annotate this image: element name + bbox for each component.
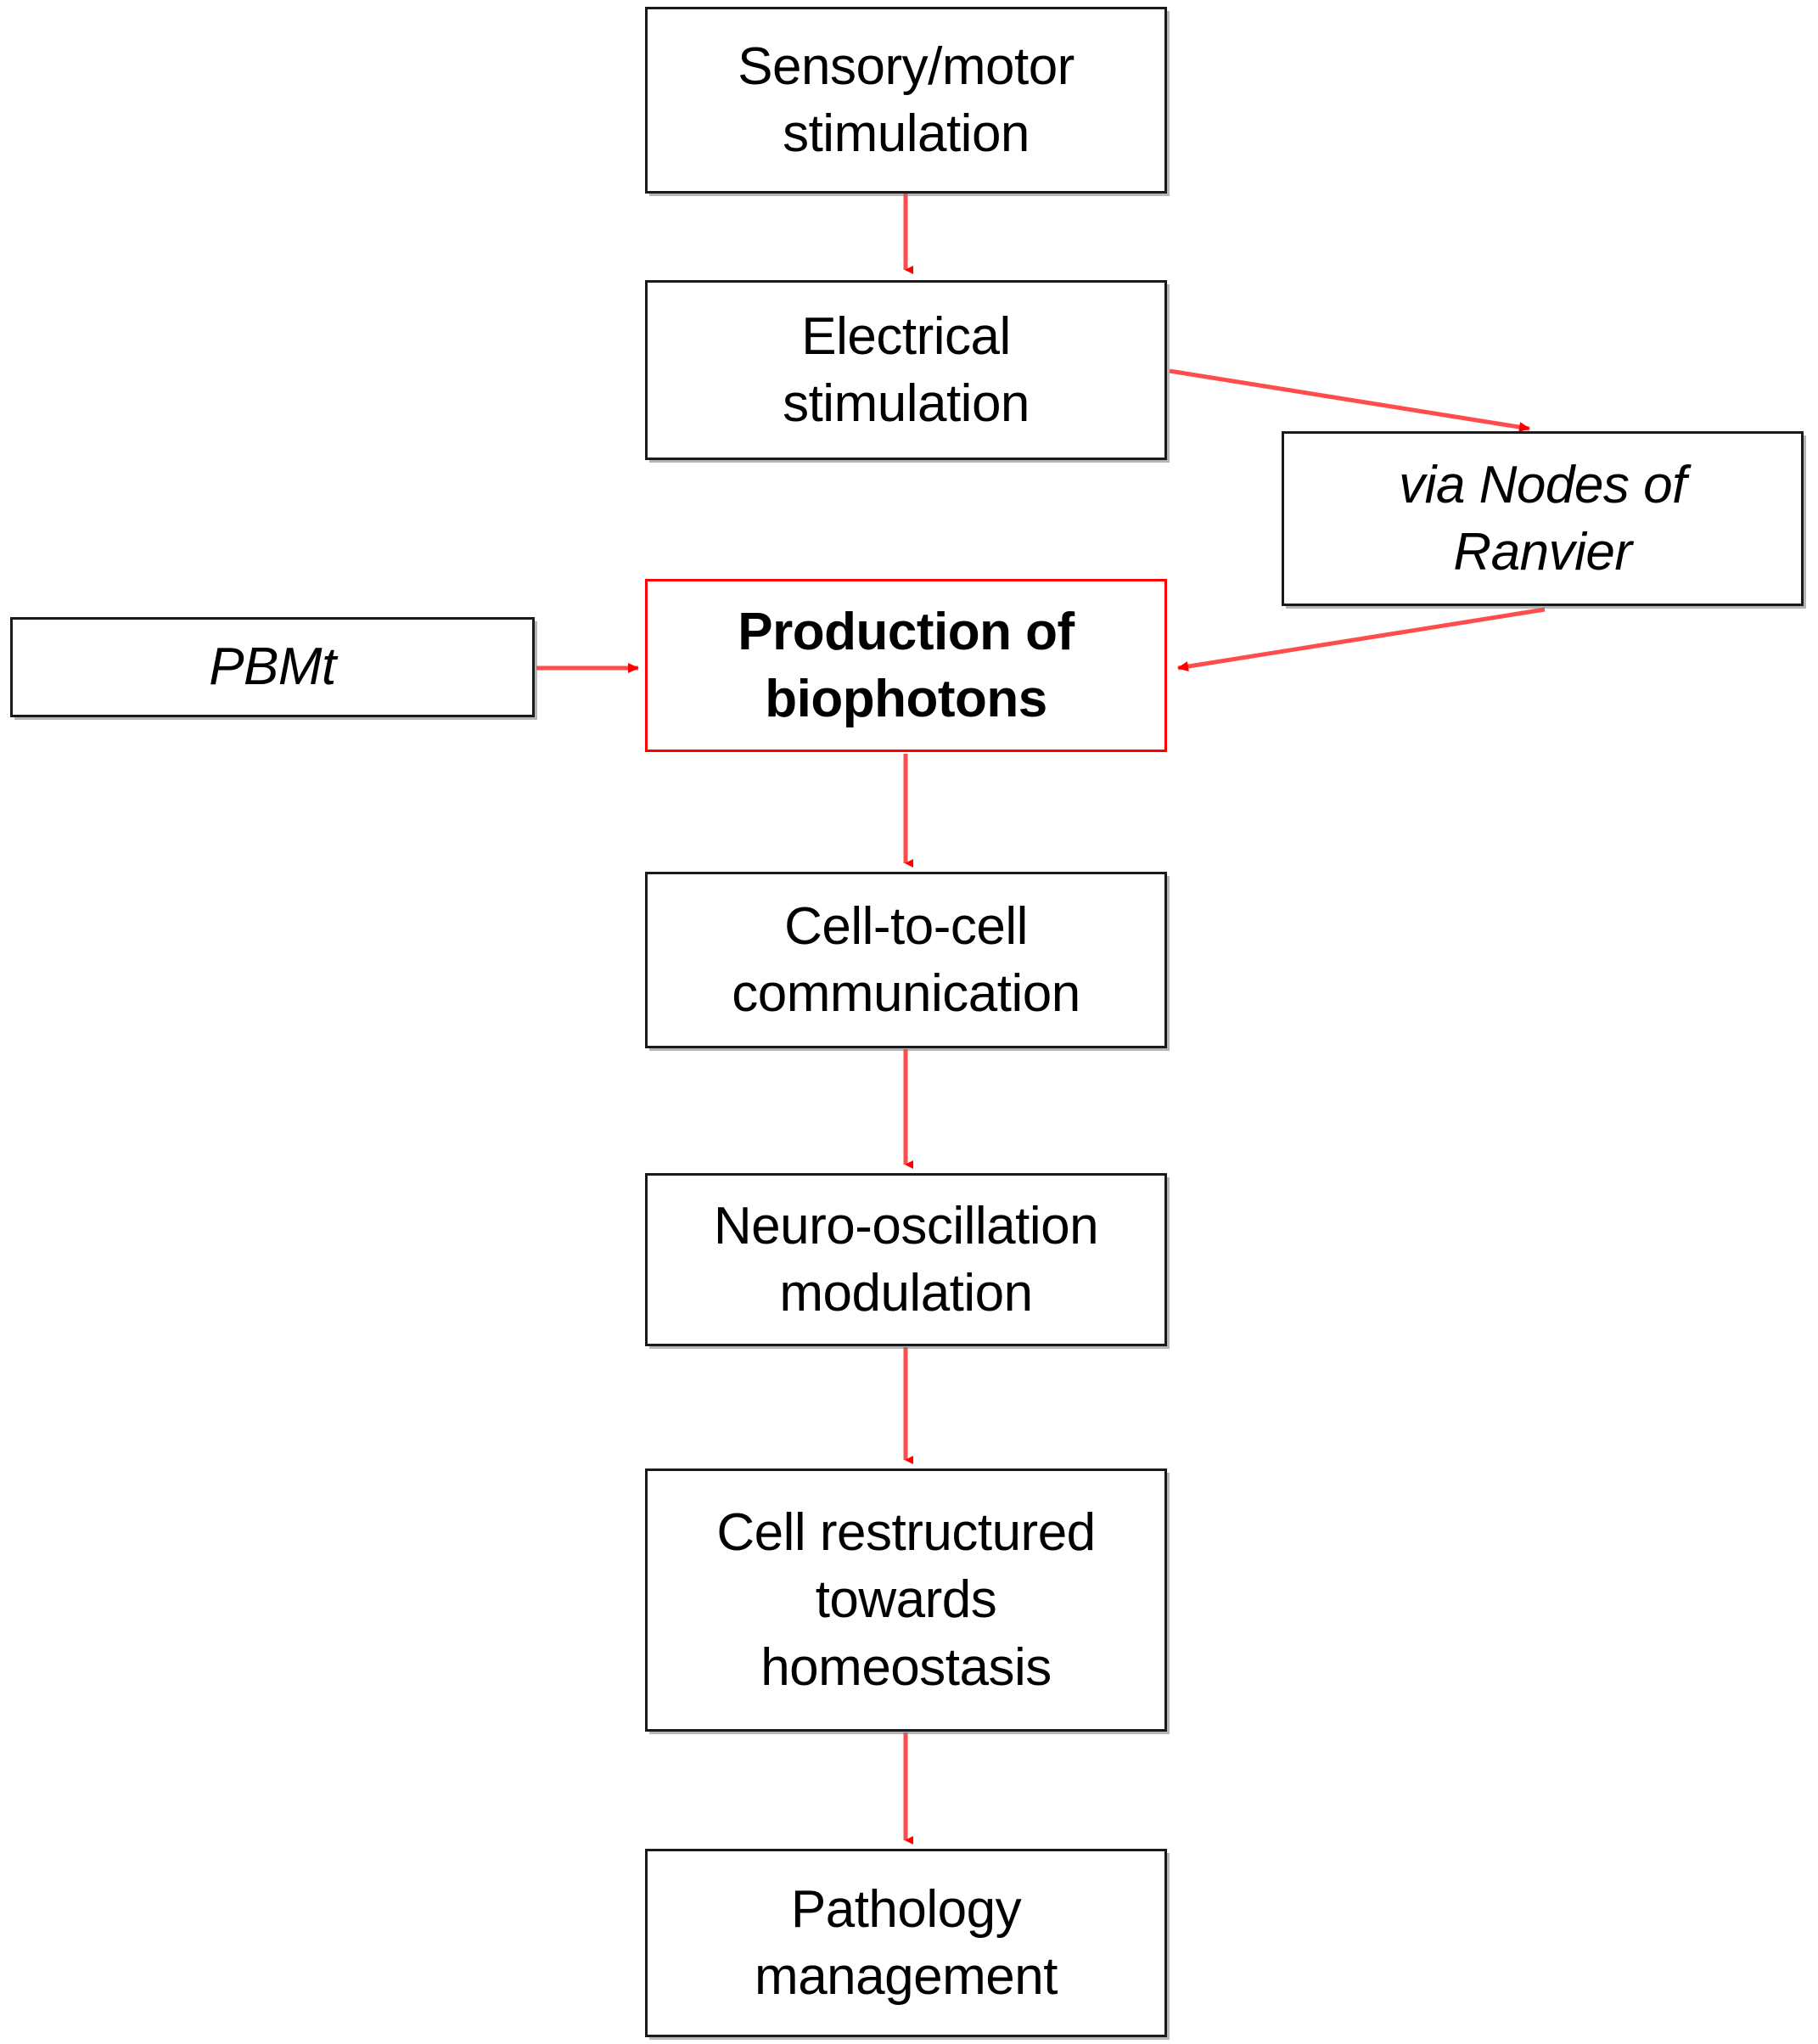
node-cell-to-cell-communication[interactable]: Cell-to-cell communication [645,872,1167,1048]
node-electrical-stimulation[interactable]: Electrical stimulation [645,280,1167,460]
node-cell-restructured-towards-homeostasis[interactable]: Cell restructured towards homeostasis [645,1468,1167,1732]
node-pbmt[interactable]: PBMt [10,617,535,717]
node-sensory-motor-stimulation[interactable]: Sensory/motor stimulation [645,7,1167,194]
node-production-of-biophotons[interactable]: Production of biophotons [645,579,1167,752]
node-via-nodes-of-ranvier[interactable]: via Nodes of Ranvier [1282,431,1804,606]
node-neuro-oscillation-modulation[interactable]: Neuro-oscillation modulation [645,1173,1167,1346]
arrow-ranvier-to-biophotons [1177,607,1546,672]
node-pathology-management[interactable]: Pathology management [645,1849,1167,2037]
arrow-electrical-to-ranvier [1169,368,1530,433]
